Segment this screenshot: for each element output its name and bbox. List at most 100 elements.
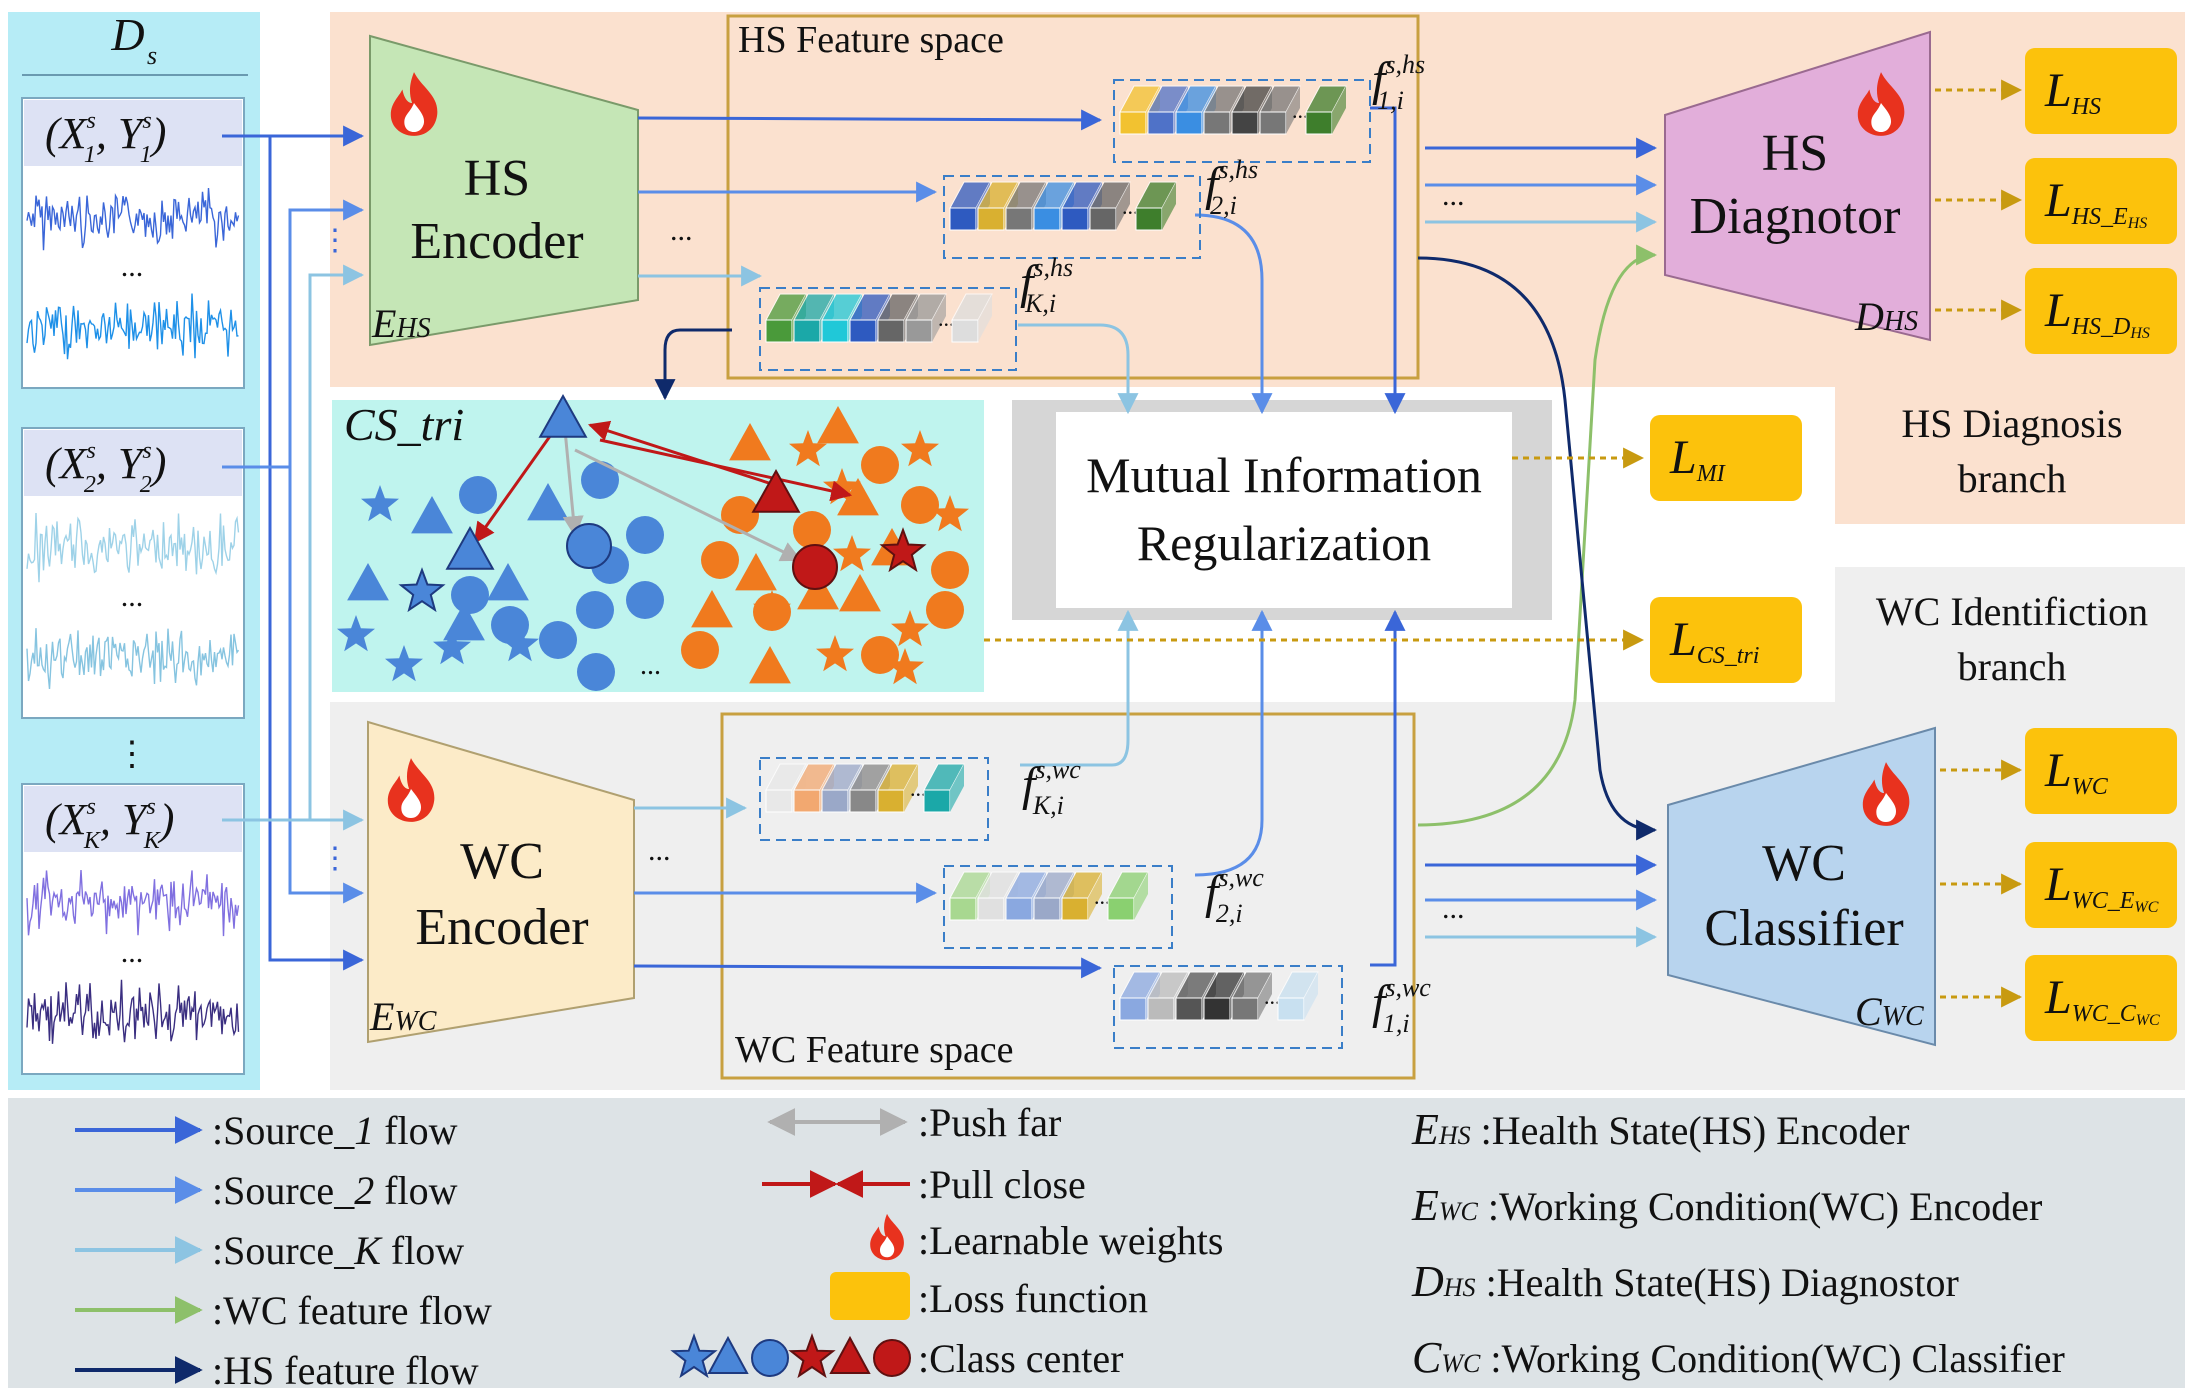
source1-flow-to-wc-encoder xyxy=(222,134,365,971)
hs-diagnotor-line1: HS xyxy=(1762,125,1828,182)
push-far-line xyxy=(562,429,584,538)
hs-loss-2: LHS_EHS xyxy=(2025,158,2177,244)
blue-circle-point xyxy=(581,461,619,499)
legend-source2-text: :Source_2 flow xyxy=(212,1168,458,1213)
orange-circle-point xyxy=(931,551,969,589)
wc-f1-to-mi xyxy=(1370,609,1406,967)
svg-text:LMI: LMI xyxy=(1669,431,1726,487)
hs-branch-label-line2: branch xyxy=(1958,456,2067,501)
legend-def-ehs: EHS :Health State(HS) Encoder xyxy=(1411,1105,1909,1154)
blue-circle-point xyxy=(459,476,497,514)
cs-tri-dots: ... xyxy=(640,650,661,681)
hs-fK-to-mi xyxy=(1018,323,1139,415)
blue-circle-point xyxy=(626,516,664,554)
hs-encoder-ellipsis: ... xyxy=(670,214,693,247)
wc-encoder-line2: Encoder xyxy=(415,899,588,956)
cs-tri-loss: LCS_tri xyxy=(1650,597,1802,683)
orange-triangle-point xyxy=(735,553,777,591)
signal-wave xyxy=(26,979,240,1044)
wc-classifier-line2: Classifier xyxy=(1704,900,1903,957)
legend-hs_flow-text: :HS feature flow xyxy=(212,1348,479,1392)
svg-text:...: ... xyxy=(1094,884,1111,909)
sourceK-flow-to-hs-encoder xyxy=(308,264,365,820)
wc-encoder-symbol: EWC xyxy=(369,994,437,1039)
hs-loss-3: LHS_DHS xyxy=(2025,268,2177,354)
hs-encoder-line2: Encoder xyxy=(410,213,583,270)
legend-wc_flow-text: :WC feature flow xyxy=(212,1288,492,1333)
orange-circle-point xyxy=(926,591,964,629)
orange-star-point xyxy=(931,495,969,532)
hs-encoder-to-f1 xyxy=(637,109,1103,131)
blue-triangle-point xyxy=(443,603,485,641)
dataset-title: D s xyxy=(22,9,248,76)
hs-encoder-line1: HS xyxy=(464,150,530,207)
svg-text:LWC_EWC: LWC_EWC xyxy=(2044,858,2159,916)
red-triangle-center xyxy=(751,468,801,513)
source2-flow-to-hs-encoder xyxy=(222,199,365,469)
mi-line1: Mutual Information xyxy=(1086,447,1482,503)
legend-loss-swatch xyxy=(830,1272,910,1320)
red-circle-center xyxy=(792,544,838,590)
hs-feature-space-frame xyxy=(726,14,1420,380)
mi-line2: Regularization xyxy=(1137,515,1431,571)
mi-loss: LMI xyxy=(1650,415,1802,501)
anchor-triangle-center xyxy=(538,393,588,438)
orange-star-point xyxy=(833,535,871,572)
wc-feature-stack-K: ... xyxy=(759,757,989,841)
wc-branch-label-line2: branch xyxy=(1958,644,2067,689)
hs-f2-to-mi xyxy=(1194,213,1273,415)
blue-star-point xyxy=(501,625,539,662)
legend-panel xyxy=(8,1098,2185,1388)
wc-feature-stack-2: ... xyxy=(943,865,1173,949)
red-star-center xyxy=(879,527,927,573)
legend-class-centers xyxy=(670,1333,911,1379)
dataset-dots: ⋮ xyxy=(115,736,149,773)
orange-star-point xyxy=(816,635,854,672)
hs-space-to-cs-tri xyxy=(654,328,732,401)
wc-feature-stack-1: ... xyxy=(1113,965,1343,1049)
orange-triangle-point xyxy=(797,572,839,610)
sample-inner-dots: ... xyxy=(121,936,144,969)
orange-star-point xyxy=(886,648,924,685)
hs-head-ellipsis: ... xyxy=(1442,179,1465,212)
orange-triangle-point xyxy=(749,646,791,684)
orange-circle-point xyxy=(861,446,899,484)
hs-f1-to-mi xyxy=(1370,106,1406,415)
signal-wave xyxy=(26,628,240,689)
wc-classifier-line1: WC xyxy=(1762,835,1846,892)
blue-triangle-point xyxy=(527,483,569,521)
signal-wave xyxy=(26,869,240,937)
wc-head-ellipsis: ... xyxy=(1442,892,1465,925)
blue-circle-center xyxy=(566,523,612,569)
orange-triangle-point xyxy=(817,406,859,444)
svg-text:...: ... xyxy=(938,306,955,331)
legend-def-cwc: CWC :Working Condition(WC) Classifier xyxy=(1412,1333,2065,1382)
blue-star-point xyxy=(337,615,375,652)
wc-feature-space-title: WC Feature space xyxy=(735,1029,1014,1071)
wc-f2-to-mi xyxy=(1194,609,1273,877)
legend-sourceK-text: :Source_K flow xyxy=(212,1228,464,1273)
blue-star-point xyxy=(433,628,471,665)
wc-loss-1: LWC xyxy=(2025,728,2177,814)
svg-text:...: ... xyxy=(1122,194,1139,219)
blue-triangle-center xyxy=(445,525,495,570)
signal-wave xyxy=(26,293,239,360)
blue-star-point xyxy=(385,645,423,682)
orange-circle-point xyxy=(701,541,739,579)
wc-fK-to-mi xyxy=(1020,609,1139,767)
wc-encoder-ellipsis: ... xyxy=(648,834,671,867)
orange-triangle-point xyxy=(839,574,881,612)
legend-center-text: :Class center xyxy=(918,1336,1124,1381)
blue-circle-point xyxy=(576,591,614,629)
wc-branch-label-region xyxy=(1835,567,2185,702)
svg-text:...: ... xyxy=(910,776,927,801)
wc-branch-label-line1: WC Identifiction xyxy=(1876,589,2148,634)
pull-close-line xyxy=(588,420,776,487)
orange-circle-point xyxy=(721,496,759,534)
mi-inner-box xyxy=(1056,412,1512,608)
